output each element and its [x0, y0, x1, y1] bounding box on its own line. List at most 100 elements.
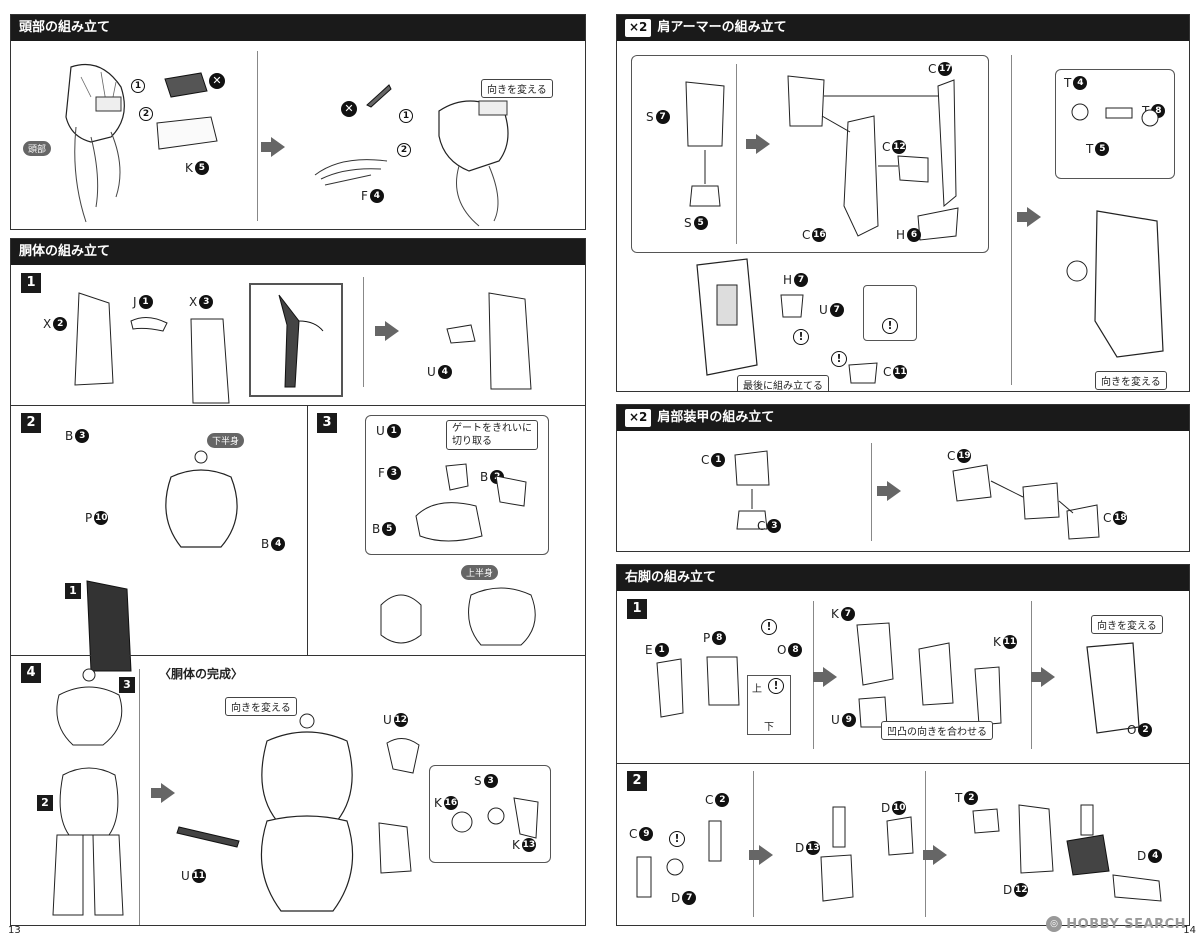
section-title: 胴体の組み立て [19, 244, 111, 259]
shoulder-assembly [787, 75, 959, 241]
plate-assembly [952, 464, 1100, 540]
leg-assembled-figure [1086, 642, 1140, 734]
head-tag: 頭部 [23, 141, 52, 156]
antenna-part [366, 84, 392, 108]
divider [871, 443, 872, 541]
row-divider [617, 763, 1189, 764]
next-arrow [923, 845, 947, 865]
last-assemble-note: 最後に組み立てる [737, 375, 829, 391]
gate-note: ゲートをきれいに 切り取る [446, 420, 538, 450]
next-arrow [151, 783, 175, 803]
col-divider [307, 405, 308, 655]
align-note: 凹凸の向きを合わせる [881, 721, 993, 740]
next-arrow [877, 481, 901, 501]
chest-parts [415, 463, 527, 542]
divider [1011, 55, 1012, 385]
shoulder-blade-part [386, 738, 420, 774]
step-2-badge: 2 [21, 413, 41, 433]
page-number-right: 14 [1183, 925, 1196, 936]
completed-torso-figure [260, 713, 354, 912]
lower-body-tag: 下半身 [207, 433, 245, 448]
section-title: 頭部の組み立て [19, 20, 111, 35]
cape-part-x2 [74, 292, 114, 386]
reference-panel [249, 283, 343, 397]
caution-icon: ! [793, 329, 809, 345]
rotate-note: 向きを変える [1095, 371, 1167, 390]
caution-icon: ! [761, 619, 777, 635]
step-2-badge: 2 [627, 771, 647, 791]
ref-2b: 2 [397, 143, 411, 157]
divider [363, 277, 364, 387]
down-label: 下 [764, 722, 774, 733]
leg-k-parts [856, 622, 1002, 728]
head-illustration [65, 63, 125, 223]
rotate-note: 向きを変える [225, 697, 297, 716]
step-4-badge: 4 [21, 663, 41, 683]
wrong-icon: ✕ [209, 73, 225, 89]
section-header: 右脚の組み立て [617, 565, 1189, 591]
body-complete-title: 〈胴体の完成〉 [159, 667, 244, 681]
lower-body-figure [165, 450, 238, 548]
next-arrow [1017, 207, 1041, 227]
step-1-badge: 1 [21, 273, 41, 293]
multiplier-badge: ×2 [625, 409, 652, 427]
visor-part-dark [164, 72, 208, 98]
ref-1b: 1 [399, 109, 413, 123]
step-1-badge: 1 [627, 599, 647, 619]
cape-assembled [446, 292, 532, 390]
ref-2: 2 [139, 107, 153, 121]
section-title: 右脚の組み立て [625, 570, 717, 585]
next-arrow [375, 321, 399, 341]
divider [257, 51, 258, 221]
multiplier-badge: ×2 [625, 19, 652, 37]
next-arrow [749, 845, 773, 865]
leg-final-parts [972, 804, 1162, 902]
shoulder-body-figure [696, 258, 758, 376]
next-arrow [746, 134, 770, 154]
cape-part-x3 [190, 318, 230, 404]
rotate-note: 向きを変える [481, 79, 553, 98]
c11-part [848, 362, 878, 384]
t-parts-inset: T4 T8 T5 [1055, 69, 1175, 179]
